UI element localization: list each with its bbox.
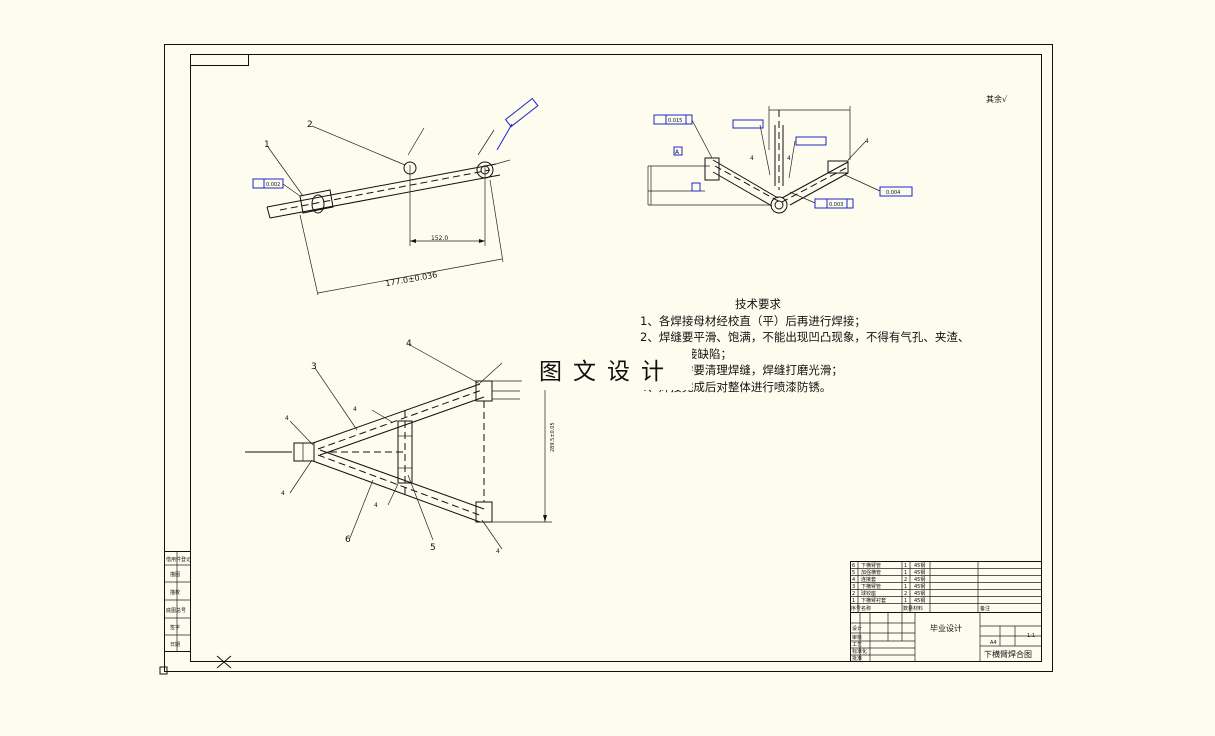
parts-name: 球铰座 (861, 590, 876, 597)
view-front: A 0.015 0.003 0.004 4 4 4 (647, 106, 913, 214)
part-number: 4 (406, 339, 412, 349)
view-plan: 3 4 5 6 4 4 4 4 4 289.5±0.05 (245, 339, 556, 555)
watermark-label: 图文设计 (522, 348, 692, 390)
parts-no: 2 (852, 591, 855, 597)
parts-no: 1 (852, 598, 855, 604)
left-strip-label: 底图总号 (166, 607, 186, 614)
tech-req-line: 2、焊缝要平滑、饱满，不能出现凹凸现象，不得有气孔、夹渣、 (640, 330, 970, 344)
left-strip-label: 签字 (170, 624, 180, 631)
parts-qty: 2 (904, 591, 907, 597)
parts-qty: 1 (904, 598, 907, 604)
part-number: 2 (307, 120, 313, 130)
weld-symbol: 4 (285, 415, 289, 422)
view-side-oblique: 1 2 152.0 177.0±0.036 0.002 (252, 97, 539, 296)
dimension-text: 0.002 (266, 182, 280, 188)
parts-header: 材料 (913, 605, 923, 612)
part-number: 3 (311, 362, 317, 372)
parts-qty: 2 (904, 577, 907, 583)
weld-symbol: 4 (496, 548, 500, 555)
parts-material: 45钢 (914, 590, 925, 597)
sign-label: 标准化 (852, 648, 867, 655)
parts-name: 下横臂管 (861, 562, 881, 569)
parts-name: 连接套 (861, 576, 876, 583)
parts-header: 序号 (851, 605, 861, 612)
title-block: 6 下横臂管 1 45钢 5 加强横管 1 45钢 4 连接套 2 45钢 3 … (850, 561, 1042, 662)
left-strip-label: 描图 (170, 571, 180, 578)
part-number: 5 (430, 543, 436, 553)
weld-symbol: 4 (353, 406, 357, 413)
parts-header: 备注 (980, 605, 990, 612)
drawing-name: 下横臂焊合图 (984, 649, 1032, 659)
parts-material: 45钢 (914, 569, 925, 576)
parts-no: 6 (852, 563, 855, 569)
dimension-text: 152.0 (431, 235, 448, 242)
left-strip-table: 借用件登记 描图 描校 底图总号 签字 日期 (164, 551, 191, 652)
parts-name: 下横臂衬套 (861, 597, 886, 604)
parts-no: 5 (852, 570, 855, 576)
parts-no: 3 (852, 584, 855, 590)
weld-symbol: 4 (281, 490, 285, 497)
parts-no: 4 (852, 577, 855, 583)
sheet-size: A4 (990, 640, 997, 646)
sign-label: 工艺 (852, 642, 862, 648)
sign-label: 设计 (852, 625, 862, 632)
dimension-text: 0.004 (886, 190, 900, 196)
parts-material: 45钢 (914, 583, 925, 590)
parts-header: 名称 (861, 605, 871, 612)
tech-req-line: 咬边等焊接缺陷； (640, 346, 1000, 363)
tech-req-title: 技术要求 (735, 297, 781, 311)
tech-req-line: 4、焊接完成后对整体进行喷漆防锈。 (640, 379, 832, 394)
outer-border (164, 44, 1053, 672)
parts-qty: 1 (904, 563, 907, 569)
roughness-symbol: 其余√ (986, 94, 1008, 104)
inner-frame (190, 54, 1042, 662)
parts-header: 数量 (903, 605, 913, 612)
technical-requirements: 技术要求 1、各焊接母材经校直（平）后再进行焊接； 2、焊缝要平滑、饱满，不能出… (640, 296, 1000, 395)
weld-symbol: 4 (787, 155, 791, 162)
tech-req-line: 1、各焊接母材经校直（平）后再进行焊接； (640, 313, 866, 328)
parts-qty: 1 (904, 584, 907, 590)
parts-material: 45钢 (914, 597, 925, 604)
sign-label: 审核 (852, 634, 862, 641)
code-box (190, 54, 249, 66)
left-strip-label: 借用件登记 (166, 556, 191, 563)
weld-symbol: 4 (750, 155, 754, 162)
dimension-text: 177.0±0.036 (385, 270, 438, 288)
dimension-text: 0.015 (668, 118, 682, 124)
parts-material: 45钢 (914, 576, 925, 583)
project-title: 毕业设计 (930, 623, 962, 633)
parts-qty: 1 (904, 570, 907, 576)
dimension-text: 0.003 (829, 202, 843, 208)
weld-symbol: 4 (865, 138, 869, 145)
sign-label: 批准 (852, 655, 862, 662)
parts-material: 45钢 (914, 562, 925, 569)
left-strip-label: 描校 (170, 589, 180, 596)
datum-label: A (675, 149, 680, 156)
scale-text: 1:1 (1027, 633, 1035, 639)
cross-mark (216, 655, 232, 669)
parts-name: 加强横管 (861, 569, 881, 576)
part-number: 6 (345, 535, 351, 545)
part-number: 1 (264, 140, 270, 150)
parts-name: 下横臂管 (861, 583, 881, 590)
corner-mark (159, 666, 168, 675)
left-strip-label: 日期 (170, 642, 180, 648)
weld-symbol: 4 (374, 502, 378, 509)
dimension-text: 289.5±0.05 (550, 422, 556, 452)
tech-req-line: 3、焊后需要清理焊缝，焊缝打磨光滑； (640, 363, 843, 377)
